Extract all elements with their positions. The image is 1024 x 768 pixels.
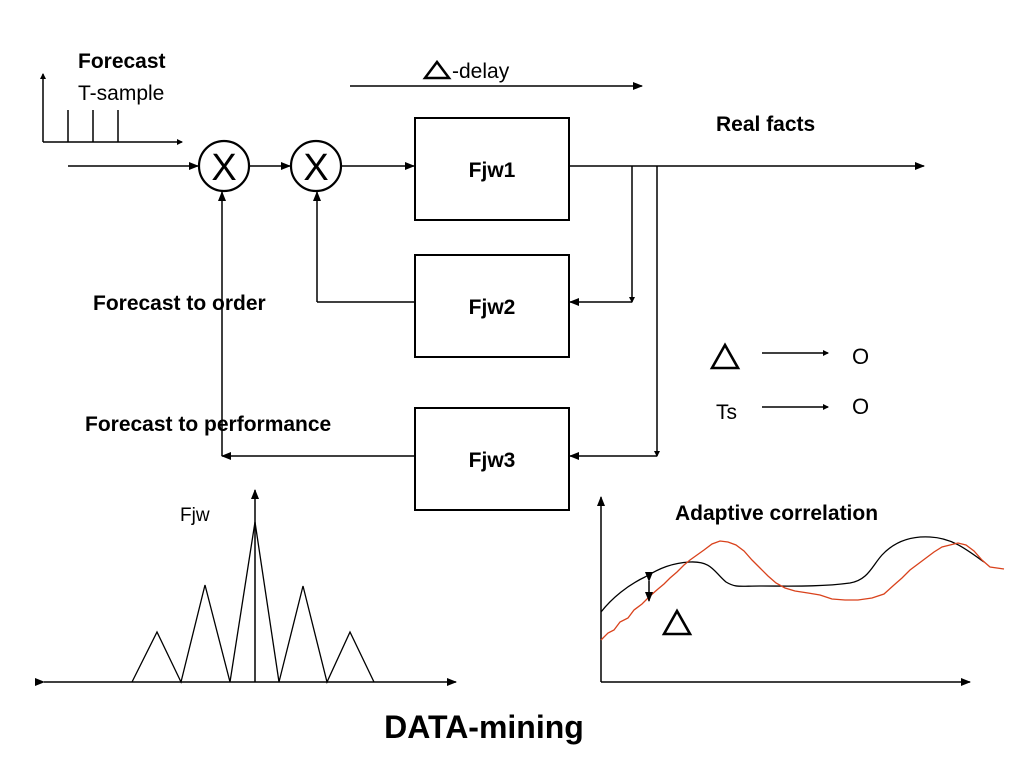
multiplier-1-label: X xyxy=(211,147,236,189)
multiplier-1: X xyxy=(197,139,251,193)
multiplier-2: X xyxy=(289,139,343,193)
fjw1-block: Fjw1 xyxy=(414,117,570,221)
t-sample-label: T-sample xyxy=(78,82,164,105)
real-facts-label: Real facts xyxy=(716,113,815,136)
forecast-to-performance-label: Forecast to performance xyxy=(85,413,331,436)
fjw1-label: Fjw1 xyxy=(469,159,516,182)
spectrum-plot: Fjw xyxy=(35,489,457,686)
fjw2-block: Fjw2 xyxy=(414,254,570,358)
fjw3-label: Fjw3 xyxy=(469,449,516,472)
delta-offset-icon xyxy=(661,608,693,636)
data-mining-title: DATA-mining xyxy=(384,709,584,745)
spectrum-label: Fjw xyxy=(180,505,210,526)
delay-label: -delay xyxy=(452,60,510,83)
delta-legend-icon xyxy=(709,342,741,370)
delay-indicator: -delay xyxy=(350,59,643,90)
feedback-fjw2 xyxy=(313,166,635,306)
feedback-fjw3 xyxy=(218,166,660,460)
delta-target-label: O xyxy=(852,344,869,369)
forecast-to-order-label: Forecast to order xyxy=(93,292,266,315)
ts-label: Ts xyxy=(716,401,737,424)
delta-icon xyxy=(422,59,452,80)
adapted-curve xyxy=(600,540,1005,641)
adaptive-correlation-plot: Adaptive correlation xyxy=(597,496,1005,686)
forecast-heading: Forecast xyxy=(78,50,166,73)
adaptive-title: Adaptive correlation xyxy=(675,502,878,525)
fjw2-label: Fjw2 xyxy=(469,296,516,319)
legend-delta: O xyxy=(709,342,869,370)
multiplier-2-label: X xyxy=(303,147,328,189)
sample-axes xyxy=(40,73,183,145)
fjw3-block: Fjw3 xyxy=(414,407,570,511)
reference-curve xyxy=(600,536,985,613)
spectrum-lobes xyxy=(131,521,375,684)
ts-target-label: O xyxy=(852,394,869,419)
legend-ts: Ts O xyxy=(716,394,869,424)
